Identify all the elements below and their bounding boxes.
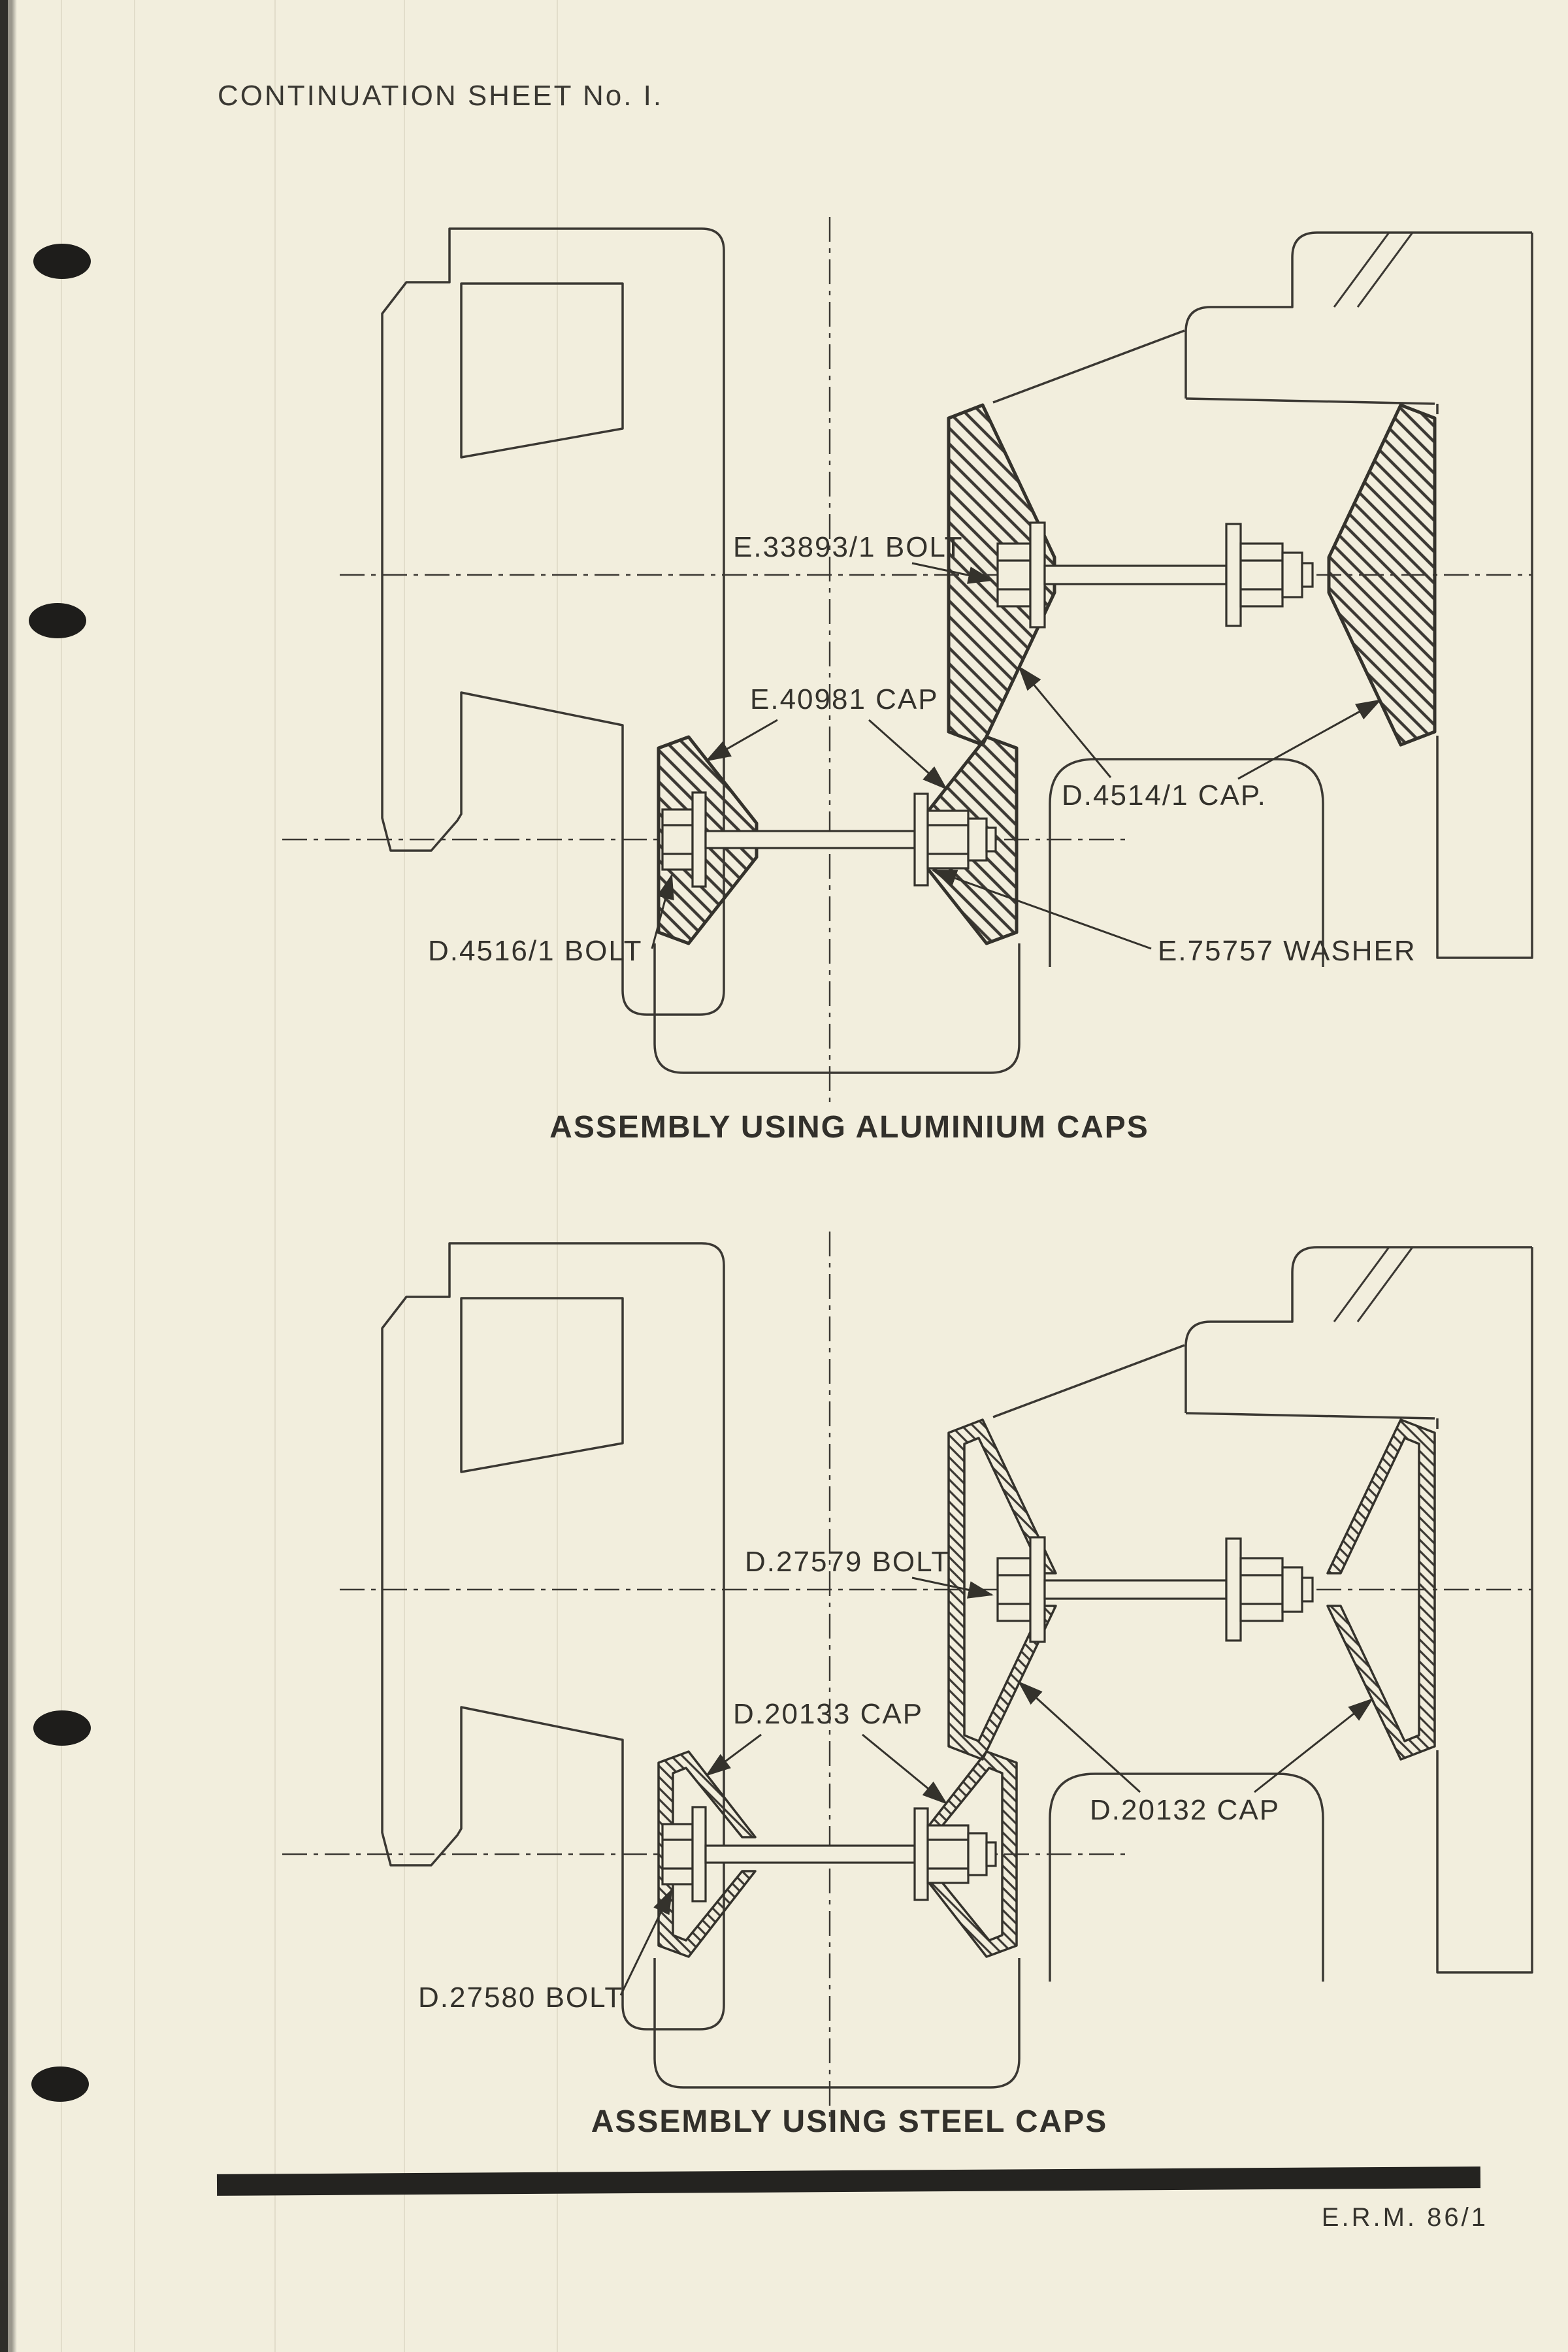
sheet-title: CONTINUATION SHEET No. I. [218, 80, 664, 112]
punch-hole [31, 2066, 89, 2102]
document-reference: E.R.M. 86/1 [1321, 2203, 1488, 2232]
leader-lines-aluminium [651, 562, 1382, 950]
caption-steel-caps: ASSEMBLY USING STEEL CAPS [591, 2104, 1108, 2139]
aluminium-cap-sections [657, 403, 1437, 945]
paper-crease [134, 0, 135, 2352]
bolt-assembly-upper [996, 521, 1314, 629]
steel-cap-sections [657, 1418, 1436, 1958]
label-cap-lower-steel: D.20133 CAP [733, 1698, 923, 1730]
cap-section [1327, 403, 1437, 747]
label-cap-right-aluminium: D.4514/1 CAP. [1062, 779, 1267, 811]
label-bolt-lower-aluminium: D.4516/1 BOLT [428, 935, 642, 967]
label-cap-lower-aluminium: E.40981 CAP [750, 683, 939, 715]
crankshaft-section-outline [282, 217, 1533, 1103]
punch-hole [29, 603, 86, 638]
label-bolt-upper-steel: D.27579 BOLT [745, 1546, 950, 1578]
punch-hole [33, 1710, 91, 1746]
label-washer-aluminium: E.75757 WASHER [1158, 935, 1416, 967]
caption-aluminium-caps: ASSEMBLY USING ALUMINIUM CAPS [549, 1110, 1149, 1145]
cap-section [657, 1750, 757, 1958]
label-bolt-lower-steel: D.27580 BOLT [418, 1982, 623, 2014]
punch-hole [33, 244, 91, 279]
paper-crease [274, 0, 276, 2352]
label-bolt-upper-aluminium: E.33893/1 BOLT [733, 531, 964, 563]
paper-crease [557, 0, 558, 2352]
paper-crease [61, 0, 62, 2352]
paper-crease [404, 0, 405, 2352]
binding-edge [0, 0, 17, 2352]
leader-lines-steel [619, 1576, 1374, 1996]
cap-section [1326, 1418, 1436, 1761]
bolt-assembly-lower [661, 791, 997, 888]
label-cap-right-steel: D.20132 CAP [1090, 1794, 1280, 1826]
